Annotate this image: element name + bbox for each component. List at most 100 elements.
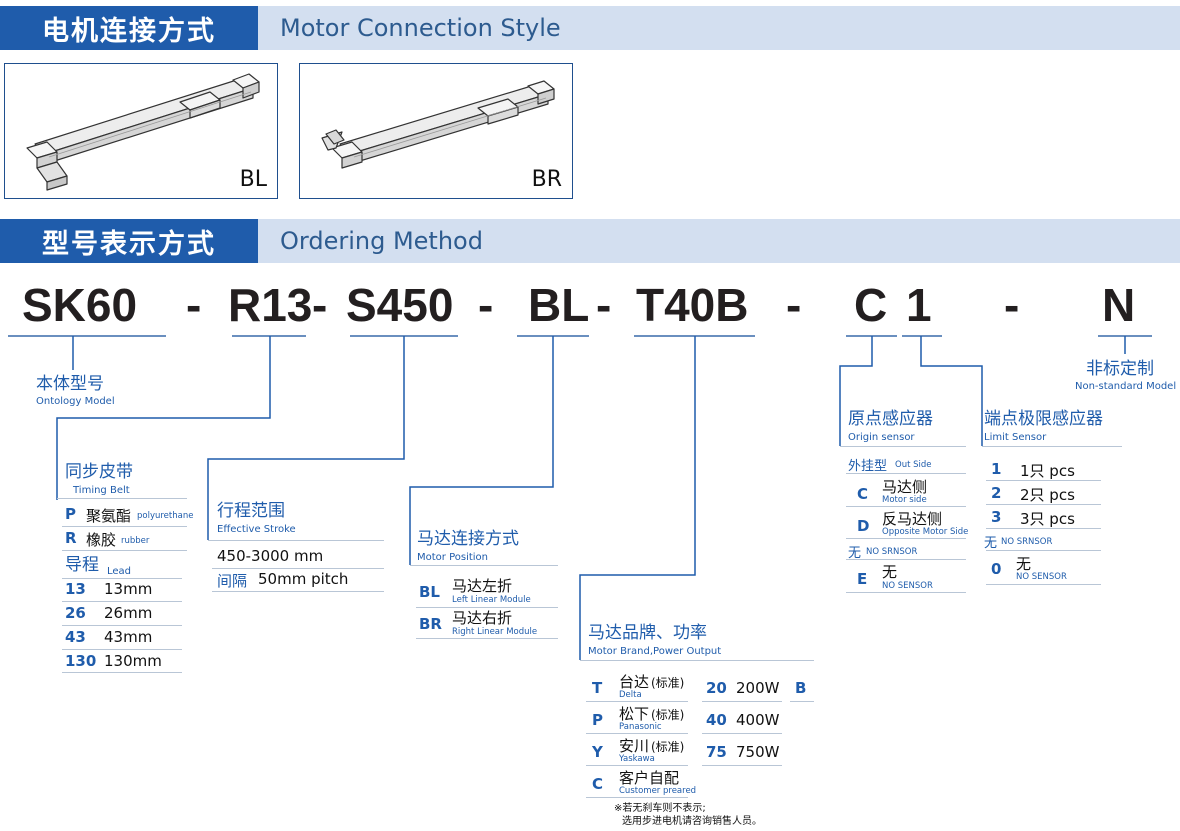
origin-none-cn: 无 xyxy=(848,546,862,561)
stroke-en: Effective Stroke xyxy=(217,524,296,535)
limit-sensor-divider xyxy=(982,446,1122,447)
brake-divider xyxy=(790,701,814,702)
origin-sub-d: Opposite Motor Side xyxy=(882,527,969,537)
power-value-75: 750W xyxy=(736,743,780,761)
brand-row-divider xyxy=(586,797,688,798)
brand-key-t: T xyxy=(592,679,603,697)
limit-value-2: 2只 pcs xyxy=(1020,486,1075,504)
lead-key-13: 13 xyxy=(65,580,86,598)
underline-stroke xyxy=(350,335,458,337)
code-dash-6: - xyxy=(1004,279,1020,331)
origin-row-divider xyxy=(846,559,966,560)
stroke-row-divider xyxy=(212,591,384,592)
brand-value-c: 客户自配 xyxy=(619,769,680,787)
power-row-divider xyxy=(702,765,782,766)
motor-section-title-cn: 电机连接方式 xyxy=(0,6,258,50)
limit-row-divider xyxy=(986,480,1101,481)
code-dash-2: - xyxy=(312,279,328,331)
stroke-cn: 行程范围 xyxy=(217,501,285,521)
belt-value-r: 橡胶 xyxy=(86,531,117,549)
ordering-section-title-en: Ordering Method xyxy=(258,219,1180,263)
linear-module-br-icon xyxy=(321,80,555,169)
origin-value-c: 马达侧 xyxy=(882,478,928,496)
lead-key-130: 130 xyxy=(65,652,97,670)
limit-row-divider xyxy=(986,528,1101,529)
belt-key-r: R xyxy=(65,529,77,547)
non-standard-en: Non-standard Model xyxy=(1075,381,1177,392)
brand-tag-y: (标准) xyxy=(651,740,685,754)
brand-sub-y: Yaskawa xyxy=(619,754,655,764)
stroke-interval-value: 50mm pitch xyxy=(258,570,349,588)
underline-origin xyxy=(846,335,897,337)
power-value-20: 200W xyxy=(736,679,780,697)
position-row-divider xyxy=(416,607,558,608)
position-sub-br: Right Linear Module xyxy=(452,627,538,637)
brand-sub-t: Delta xyxy=(619,690,642,700)
brand-tag-p: (标准) xyxy=(651,708,685,722)
origin-sensor-divider xyxy=(840,446,966,447)
code-limit: 1 xyxy=(906,279,932,331)
brand-row-divider xyxy=(586,765,688,766)
power-row-divider xyxy=(702,701,782,702)
belt-sub-p: polyurethane xyxy=(137,511,194,521)
br-illustration-box: BR xyxy=(299,63,573,199)
motor-section-title-en: Motor Connection Style xyxy=(258,6,1180,50)
limit-key-0: 0 xyxy=(991,560,1002,578)
timing-belt-cn: 同步皮带 xyxy=(65,462,133,482)
origin-outside-en: Out Side xyxy=(895,460,932,470)
brand-row-divider xyxy=(586,733,688,734)
code-brand: T40B xyxy=(636,279,749,331)
model-label-cn: 本体型号 xyxy=(36,374,104,394)
power-row-divider xyxy=(702,733,782,734)
limit-sensor-cn: 端点极限感应器 xyxy=(984,409,1103,429)
limit-row-divider xyxy=(986,504,1101,505)
brand-note-line-1: ※若无刹车则不表示; xyxy=(614,803,706,814)
lead-cn: 导程 xyxy=(65,555,99,575)
lead-key-26: 26 xyxy=(65,604,86,622)
limit-row-divider xyxy=(986,550,1101,551)
underline-limit xyxy=(902,335,942,337)
lead-value-26: 26mm xyxy=(104,604,153,622)
power-key-75: 75 xyxy=(706,743,727,761)
origin-sensor-cn: 原点感应器 xyxy=(848,409,933,429)
origin-sensor-en: Origin sensor xyxy=(848,432,915,443)
code-lead: R13 xyxy=(228,279,313,331)
underline-lead xyxy=(232,335,306,337)
position-row-divider xyxy=(416,638,558,639)
stroke-divider xyxy=(208,540,384,541)
lead-value-13: 13mm xyxy=(104,580,153,598)
limit-value-0: 无 xyxy=(1016,555,1032,573)
origin-key-e: E xyxy=(857,570,868,588)
belt-value-p: 聚氨酯 xyxy=(86,507,132,525)
code-dash-3: - xyxy=(478,279,494,331)
brake-key: B xyxy=(795,679,807,697)
brand-value-p: 松下 xyxy=(619,705,650,723)
motor-position-divider xyxy=(410,565,558,566)
limit-none-cn: 无 xyxy=(984,536,998,551)
timing-belt-en: Timing Belt xyxy=(73,485,130,496)
brand-value-y: 安川 xyxy=(619,737,650,755)
origin-row-divider xyxy=(846,473,966,474)
brand-key-c: C xyxy=(592,775,604,793)
motor-position-cn: 马达连接方式 xyxy=(417,529,519,549)
linear-module-bl-icon xyxy=(26,73,260,191)
position-value-br: 马达右折 xyxy=(452,609,513,627)
limit-none-en: NO SRNSOR xyxy=(1001,537,1053,547)
power-value-40: 400W xyxy=(736,711,780,729)
code-position: BL xyxy=(528,279,590,331)
position-key-br: BR xyxy=(419,615,442,633)
brand-value-t: 台达 xyxy=(619,673,650,691)
limit-sub-0: NO SENSOR xyxy=(1016,572,1067,582)
brand-note-line-2: 选用步进电机请咨询销售人员。 xyxy=(622,816,762,827)
origin-key-d: D xyxy=(857,517,870,535)
code-dash-1: - xyxy=(186,279,202,331)
belt-row-divider xyxy=(62,526,187,527)
power-key-40: 40 xyxy=(706,711,727,729)
power-key-20: 20 xyxy=(706,679,727,697)
position-key-bl: BL xyxy=(419,583,440,601)
position-value-bl: 马达左折 xyxy=(452,577,513,595)
lead-key-43: 43 xyxy=(65,628,86,646)
brand-key-y: Y xyxy=(592,743,603,761)
non-standard-cn: 非标定制 xyxy=(1086,359,1154,379)
limit-row-divider xyxy=(986,584,1101,585)
